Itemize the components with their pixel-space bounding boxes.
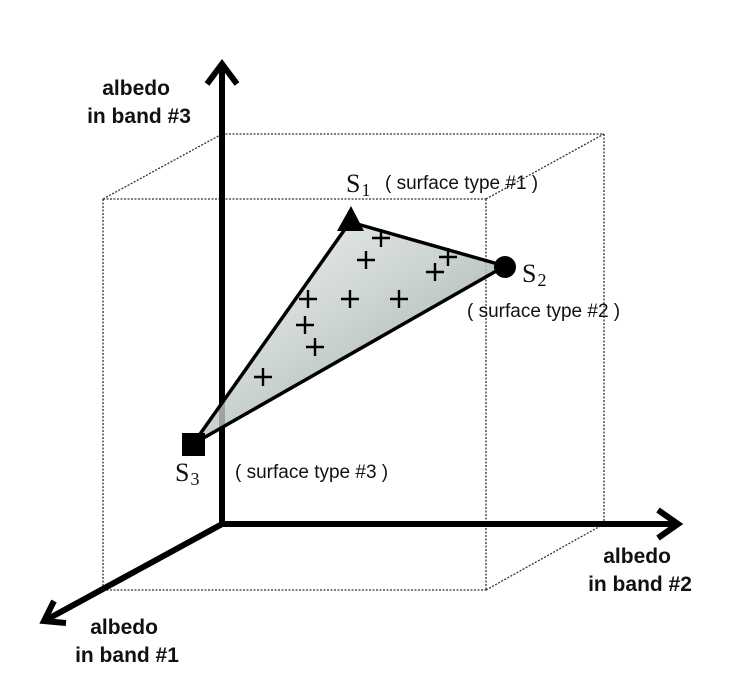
cross-icon [372, 229, 390, 247]
svg-text:S2: S2 [522, 259, 546, 290]
triangle-marker-icon [337, 206, 364, 231]
endmember-label-s2: S2 ( surface type #2 ) [467, 259, 620, 322]
cross-icon [439, 248, 457, 266]
svg-text:S1: S1 [346, 169, 370, 200]
svg-text:( surface type #1 ): ( surface type #1 ) [385, 173, 538, 194]
axis-band3 [204, 59, 240, 526]
svg-text:S3: S3 [175, 458, 199, 489]
axis-band2 [219, 507, 684, 541]
cross-icon [299, 290, 317, 308]
cross-icon [426, 263, 444, 281]
axis-band1 [39, 520, 226, 626]
mixed-pixels [254, 229, 457, 386]
cross-icon [254, 368, 272, 386]
svg-text:( surface type #2 ): ( surface type #2 ) [467, 301, 620, 322]
cross-icon [390, 290, 408, 308]
cross-icon [341, 290, 359, 308]
svg-text:( surface type #3 ): ( surface type #3 ) [235, 462, 388, 483]
square-marker-icon [182, 433, 205, 456]
axis-label-band3: albedo in band #3 [87, 77, 191, 128]
axis-label-band1: albedo in band #1 [75, 616, 179, 667]
circle-marker-icon [494, 256, 516, 278]
cross-icon [357, 251, 375, 269]
endmember-label-s3: S3 ( surface type #3 ) [175, 458, 388, 489]
cross-icon [296, 316, 314, 334]
endmember-label-s1: S1 ( surface type #1 ) [346, 169, 538, 200]
mixing-triangle [191, 220, 507, 446]
axis-label-band2: albedo in band #2 [588, 545, 692, 596]
cross-icon [306, 338, 324, 356]
